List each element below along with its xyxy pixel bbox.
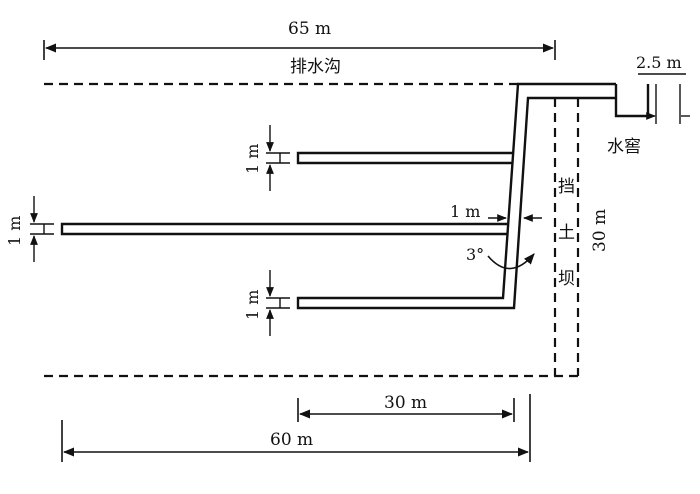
slope-angle-arc (487, 253, 535, 270)
branch-length-dimension (297, 398, 515, 422)
drain-ditch (44, 82, 578, 378)
collector-pipe (296, 82, 616, 310)
dam-label-3: 坝 (558, 269, 575, 289)
dam-label-2: 土 (558, 223, 575, 243)
top-length-label: 65 m (288, 19, 331, 39)
top-length-dimension (43, 40, 556, 60)
cellar-width-dimension (638, 73, 690, 124)
dam-height-label: 30 m (590, 209, 610, 252)
main-long-pipe (60, 222, 509, 236)
water-cellar-label: 水窖 (607, 137, 641, 157)
water-cellar (614, 84, 650, 118)
upper-branch-width-label: 1 m (243, 144, 262, 174)
main-pipe-width-label: 1 m (5, 216, 24, 246)
lower-branch-width-label: 1 m (243, 290, 262, 320)
pipe-gap-label: 1 m (450, 202, 480, 221)
lower-branch-width-dimension (266, 270, 290, 336)
drain-ditch-label: 排水沟 (290, 57, 341, 77)
retaining-dam (553, 98, 580, 376)
slope-angle-label: 3° (466, 245, 484, 264)
bottom-length-label: 60 m (270, 430, 313, 450)
dam-label-1: 挡 (558, 177, 575, 197)
main-pipe-width-dimension (30, 196, 54, 262)
upper-branch-pipe (296, 151, 514, 165)
upper-branch-width-dimension (266, 125, 290, 191)
branch-length-label: 30 m (384, 393, 427, 413)
cellar-width-label: 2.5 m (636, 53, 682, 72)
bottom-length-dimension (61, 394, 531, 462)
